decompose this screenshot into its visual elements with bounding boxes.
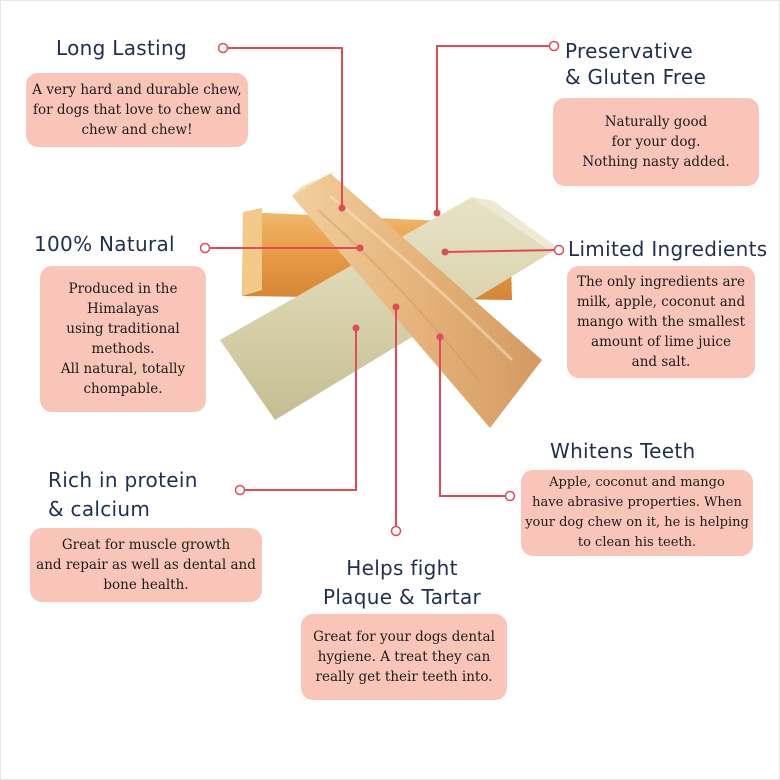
bubble-plaque: Great for your dogs dental hygiene. A tr… <box>301 614 507 700</box>
tan-chew <box>292 172 542 428</box>
heading-limited: Limited Ingredients <box>568 237 768 261</box>
connector-limited <box>444 249 559 253</box>
heading-preservative: Preservative & Gluten Free <box>565 39 707 89</box>
connector-whitens <box>439 337 509 497</box>
bubble-natural: Produced in the Himalayas using traditio… <box>40 266 206 412</box>
bubble-preservative: Naturally good for your dog. Nothing nas… <box>553 98 759 186</box>
marker-plaque <box>390 525 402 537</box>
bubble-protein: Great for muscle growth and repair as we… <box>30 528 262 602</box>
marker-whitens <box>504 490 516 502</box>
heading-whitens: Whitens Teeth <box>550 439 696 463</box>
bubble-long-lasting: A very hard and durable chew, for dogs t… <box>26 73 248 147</box>
connector-long-lasting <box>228 47 343 208</box>
marker-limited <box>553 244 565 256</box>
heading-long-lasting: Long Lasting <box>56 36 187 60</box>
marker-preservative <box>548 40 560 52</box>
marker-natural <box>199 242 211 254</box>
marker-protein <box>234 484 246 496</box>
connector-preservative <box>436 45 553 213</box>
heading-protein: Rich in protein & calcium <box>48 468 198 521</box>
bubble-whitens: Apple, coconut and mango have abrasive p… <box>521 470 753 556</box>
bubble-limited: The only ingredients are milk, apple, co… <box>567 266 755 378</box>
heading-plaque: Helps fight Plaque & Tartar <box>322 556 482 609</box>
pale-chew <box>220 197 558 420</box>
marker-long-lasting <box>217 42 229 54</box>
connector-protein <box>240 328 357 491</box>
heading-natural: 100% Natural <box>34 232 175 256</box>
